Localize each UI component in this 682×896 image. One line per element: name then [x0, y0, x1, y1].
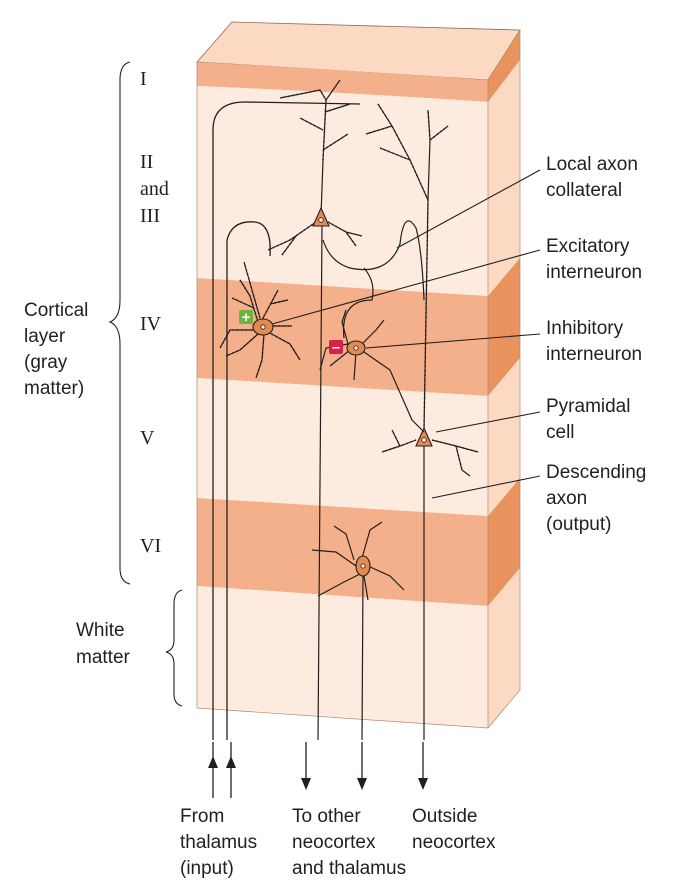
cortical-layer-label: Cortical layer (gray matter)	[24, 300, 88, 399]
pyramidal-soma-lower	[415, 426, 433, 447]
svg-text:collateral: collateral	[546, 180, 622, 201]
up-arrow-icon	[208, 756, 218, 768]
svg-text:(input): (input)	[180, 858, 234, 879]
layer-label-VI: VI	[140, 535, 161, 557]
svg-text:thalamus: thalamus	[180, 832, 257, 853]
fiber-arrows	[208, 742, 428, 798]
excitatory-interneuron: +	[219, 261, 301, 379]
svg-text:interneuron: interneuron	[546, 344, 642, 365]
svg-text:Local axon: Local axon	[546, 154, 638, 175]
pyramidal-cell-upper	[267, 79, 363, 741]
up-arrow-icon	[226, 756, 236, 768]
block-outline	[196, 30, 521, 729]
down-arrow-icon	[301, 778, 311, 790]
minus-icon: –	[332, 339, 340, 356]
white-matter-label: White matter	[76, 620, 131, 668]
local-axon-collateral	[322, 220, 425, 301]
from-thalamus-label: From thalamus (input)	[180, 806, 257, 879]
svg-text:From: From	[180, 806, 224, 827]
svg-text:Pyramidal: Pyramidal	[546, 396, 630, 417]
down-arrow-icon	[357, 778, 367, 790]
thalamic-input-fibers	[212, 101, 361, 740]
svg-text:axon: axon	[546, 488, 587, 509]
svg-text:White: White	[76, 620, 125, 641]
pyramidal-soma-upper	[312, 206, 330, 227]
layer-labels: I II and III IV V VI	[140, 68, 169, 557]
thalamic-fiber-1	[212, 101, 361, 740]
to-other-neocortex-label: To other neocortex and thalamus	[292, 806, 406, 879]
descending-axon-label: Descending axon (output)	[546, 462, 646, 535]
svg-text:neocortex: neocortex	[412, 832, 496, 853]
white-matter-brace	[165, 589, 183, 707]
layer-IV-band	[197, 278, 488, 396]
layer-VI-band	[197, 498, 488, 606]
svg-text:Excitatory: Excitatory	[546, 236, 630, 257]
svg-text:Descending: Descending	[546, 462, 646, 483]
plus-icon: +	[242, 309, 251, 326]
svg-text:interneuron: interneuron	[546, 262, 642, 283]
inhibitory-badge	[329, 340, 343, 354]
layer-label-III: III	[140, 205, 160, 227]
svg-text:matter): matter)	[24, 378, 84, 399]
layer-label-II: II	[140, 151, 153, 173]
svg-text:(output): (output)	[546, 514, 611, 535]
svg-text:(gray: (gray	[24, 352, 68, 373]
thalamic-fiber-2	[226, 221, 271, 740]
svg-text:Cortical: Cortical	[24, 300, 88, 321]
excitatory-badge	[239, 310, 253, 324]
inhibitory-interneuron: –	[319, 267, 425, 433]
svg-text:matter: matter	[76, 647, 131, 668]
pyramidal-cell-lower	[322, 103, 479, 740]
excitatory-interneuron-label: Excitatory interneuron	[546, 236, 642, 283]
layer-VI-neuron	[311, 521, 405, 741]
local-axon-collateral-label: Local axon collateral	[546, 154, 638, 201]
svg-text:To other: To other	[292, 806, 361, 827]
svg-text:Outside: Outside	[412, 806, 477, 827]
pyramidal-cell-label: Pyramidal cell	[546, 396, 630, 443]
inhibitory-interneuron-label: Inhibitory interneuron	[546, 318, 642, 365]
down-arrow-icon	[418, 778, 428, 790]
layer-I-band	[197, 62, 488, 102]
layer-V-band	[197, 378, 488, 516]
front-face	[197, 62, 488, 728]
cortical-layer-brace	[108, 61, 131, 585]
side-face	[488, 30, 520, 728]
layer-label-and: and	[140, 178, 169, 200]
layer-label-V: V	[140, 427, 155, 449]
leader-lines	[271, 169, 541, 499]
white-matter-band	[197, 586, 488, 728]
layer-label-I: I	[140, 68, 147, 90]
layer-label-IV: IV	[140, 313, 162, 335]
svg-text:Inhibitory: Inhibitory	[546, 318, 624, 339]
outside-neocortex-label: Outside neocortex	[412, 806, 496, 853]
svg-text:neocortex: neocortex	[292, 832, 376, 853]
svg-text:and thalamus: and thalamus	[292, 858, 406, 879]
svg-text:layer: layer	[24, 326, 66, 347]
svg-text:cell: cell	[546, 422, 575, 443]
